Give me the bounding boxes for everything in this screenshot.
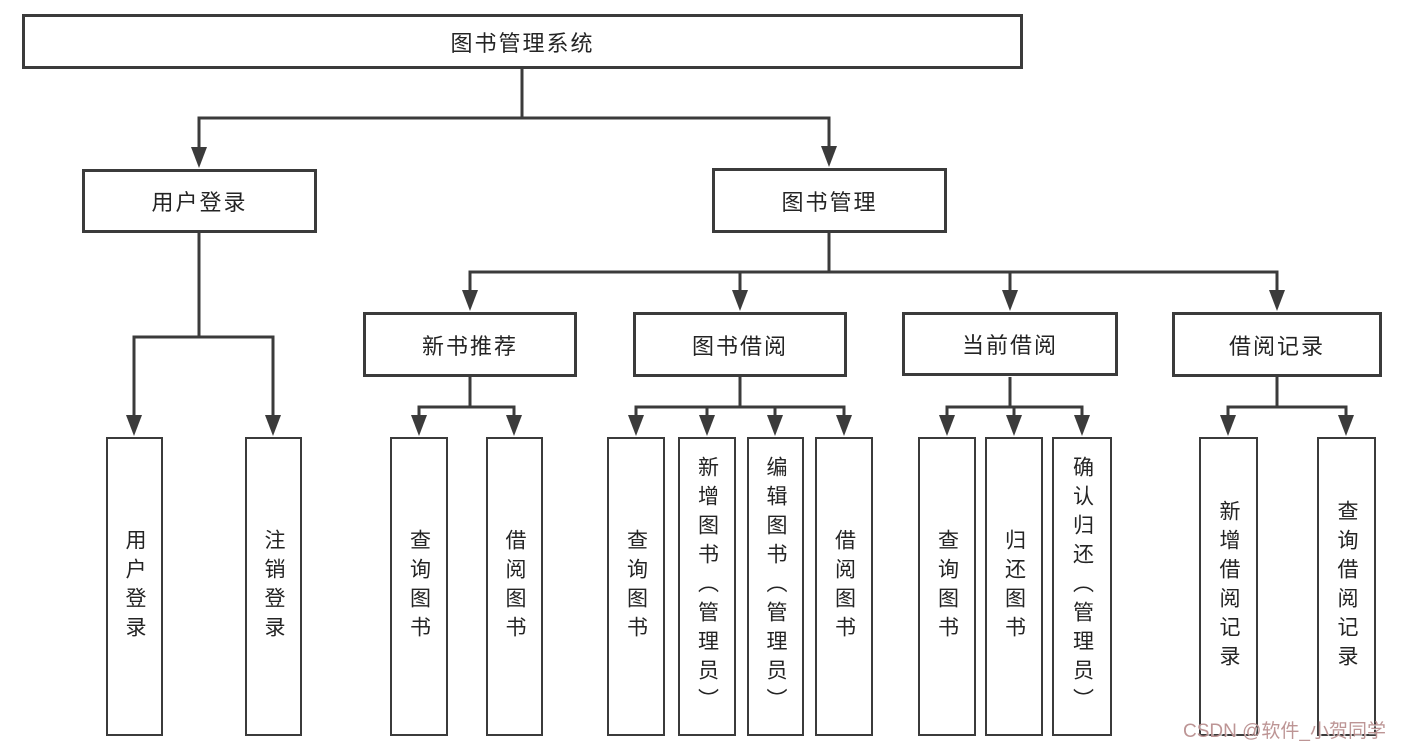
leaf-label: 查询图书 <box>407 528 431 645</box>
leaf-user-login: 用户登录 <box>106 437 163 736</box>
leaf-label: 用户登录 <box>123 528 146 645</box>
node-label: 当前借阅 <box>961 333 1058 358</box>
leaf-label: 注销登录 <box>262 528 285 645</box>
leaf-query-books: 查询图书 <box>390 437 448 736</box>
node-label: 用户登录 <box>151 190 248 215</box>
leaf-query-borrow-record: 查询借阅记录 <box>1317 437 1376 736</box>
node-new-book-recommend: 新书推荐 <box>363 312 577 377</box>
leaf-label: 查询图书 <box>624 528 648 645</box>
node-label: 图书管理系统 <box>450 30 595 56</box>
node-borrow-records: 借阅记录 <box>1172 312 1382 377</box>
leaf-label: 查询借阅记录 <box>1335 499 1358 674</box>
leaf-label: 新增借阅记录 <box>1217 499 1240 674</box>
leaf-label: 归还图书 <box>1002 528 1026 645</box>
node-label: 借阅记录 <box>1228 333 1325 359</box>
leaf-label: 借阅图书 <box>503 528 526 645</box>
leaf-label: 编辑图书（管理员） <box>764 456 787 717</box>
leaf-logout: 注销登录 <box>245 437 302 736</box>
leaf-label: 确认归还（管理员） <box>1070 456 1094 717</box>
node-label: 新书推荐 <box>421 333 518 359</box>
leaf-add-books-admin: 新增图书（管理员） <box>678 437 736 736</box>
leaf-borrow-books: 借阅图书 <box>815 437 873 736</box>
node-user-login: 用户登录 <box>82 169 317 233</box>
node-label: 图书管理 <box>781 189 878 215</box>
node-label: 图书借阅 <box>691 333 788 359</box>
node-system-root: 图书管理系统 <box>22 14 1023 69</box>
leaf-label: 新增图书（管理员） <box>695 456 719 717</box>
leaf-query-books: 查询图书 <box>918 437 976 736</box>
leaf-borrow-books: 借阅图书 <box>486 437 543 736</box>
leaf-label: 查询图书 <box>935 528 959 645</box>
csdn-watermark: CSDN @软件_小贺同学 <box>1183 721 1386 742</box>
node-book-management: 图书管理 <box>712 168 947 233</box>
node-book-borrow: 图书借阅 <box>633 312 847 377</box>
leaf-return-books: 归还图书 <box>985 437 1043 736</box>
leaf-edit-books-admin: 编辑图书（管理员） <box>747 437 804 736</box>
leaf-add-borrow-record: 新增借阅记录 <box>1199 437 1258 736</box>
node-current-borrow: 当前借阅 <box>902 312 1118 376</box>
leaf-label: 借阅图书 <box>832 528 856 645</box>
leaf-query-books: 查询图书 <box>607 437 665 736</box>
leaf-confirm-return-admin: 确认归还（管理员） <box>1052 437 1112 736</box>
